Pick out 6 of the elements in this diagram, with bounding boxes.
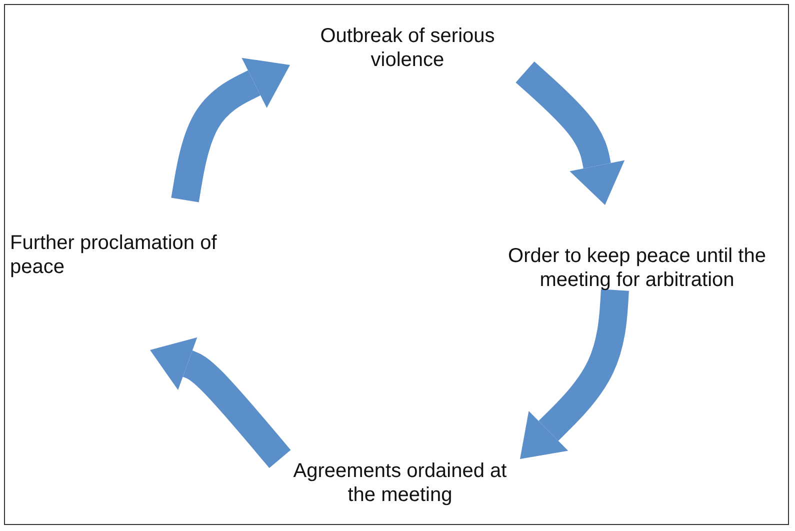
cycle-step-label: Order to keep peace until the meeting for arbitration: [484, 205, 790, 290]
cycle-step-label: Outbreak of serious violence: [290, 24, 525, 72]
curved-arrow: [150, 337, 291, 468]
cycle-step-label: Further proclamation of peace: [10, 200, 250, 350]
curved-arrow: [516, 62, 625, 205]
cycle-step-label: Agreements ordained at the meeting: [280, 459, 520, 507]
